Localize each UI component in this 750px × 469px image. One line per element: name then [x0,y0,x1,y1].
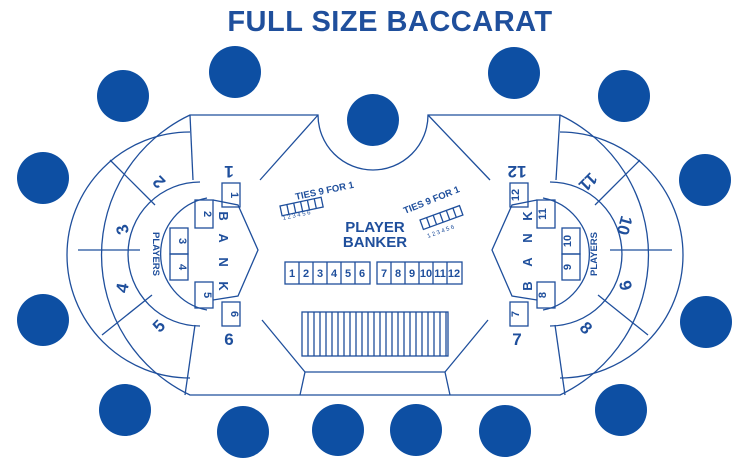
position-number: 7 [512,330,521,349]
bank-box-number: 12 [510,189,522,201]
seat-circle [680,296,732,348]
number-row-cell: 3 [317,268,323,280]
seat-circle [99,384,151,436]
bank-box-number: 10 [562,235,574,247]
seat-circle [679,154,731,206]
bank-box-number: 4 [176,264,188,271]
position-number: 2 [149,172,169,192]
seat-circle [17,294,69,346]
seat-circle [217,406,269,458]
tie-digits-left: 1 2 3 4 5 6 [282,210,312,222]
left-diagonal-top [259,114,319,181]
bank-letter: K [520,211,535,221]
banker-label: BANKER [343,234,407,251]
page-title: FULL SIZE BACCARAT [227,6,553,38]
position-number: 12 [508,162,527,181]
number-row-cell: 11 [434,268,446,280]
seat-circle [312,404,364,456]
bank-letter: K [216,281,231,291]
seat-circle [479,405,531,457]
seat-circle [595,384,647,436]
right-sector-dividers [554,114,672,396]
right-diagonal-bottom [444,319,489,373]
seat-circle [390,404,442,456]
bank-box-number: 5 [201,292,213,298]
bank-box-number: 1 [228,192,240,198]
bank-box-number: 3 [176,238,188,244]
number-row-cell: 5 [345,268,351,280]
position-number: 5 [149,316,169,336]
player-label: PLAYER [345,219,405,236]
left-outer-betting-arc [66,131,191,379]
left-inner-arc [159,197,208,311]
right-diagonal-top [427,114,491,181]
bank-box-number: 8 [537,292,549,298]
number-row-cell: 4 [331,268,338,280]
bank-letter: N [216,257,231,266]
bank-box-number: 7 [510,311,522,317]
tie-box-right [419,204,464,231]
number-row-cell: 2 [303,268,309,280]
position-number: 4 [112,281,132,294]
number-row-dividers [298,262,448,284]
seat-circle [97,70,149,122]
bank-box-number: 2 [201,211,213,217]
seat-circle [598,70,650,122]
ties-label-left: TIES 9 FOR 1 [294,180,355,203]
bank-letter: B [520,281,535,290]
chip-tray-slots [307,312,447,356]
players-label-left: PLAYERS [150,232,161,276]
bank-letter: A [216,233,231,243]
left-diagonal-bottom [261,319,306,373]
chip-tray [301,311,449,357]
position-number: 1 [224,162,233,181]
right-outer-betting-arc [559,131,684,379]
bank-box-number: 9 [562,264,574,270]
number-row-cell: 6 [359,268,365,280]
bank-box-number: 6 [228,311,240,317]
number-row-cell: 7 [381,268,387,280]
position-number: 8 [576,318,596,338]
position-number: 6 [224,330,233,349]
bank-letter: A [520,257,535,267]
number-row-cell: 10 [420,268,432,280]
position-number: 10 [613,214,636,237]
right-bank-boxes [491,182,581,327]
left-sector-dividers [78,114,196,396]
position-number: 9 [615,279,636,293]
bank-letter: B [216,211,231,220]
seat-circle [347,94,399,146]
seat-circle [209,46,261,98]
bottom-notch [299,371,451,396]
left-bank-boxes [169,182,259,327]
seat-circle [488,47,540,99]
number-row-cell: 8 [395,268,401,280]
bank-letter: N [520,233,535,242]
number-row-cell: 12 [448,268,460,280]
players-label-right: PLAYERS [589,232,600,276]
right-inner-arc [542,197,591,311]
position-number: 11 [575,169,601,195]
table-outline [100,114,650,396]
number-row-cell: 1 [289,268,295,280]
tie-box-left [279,196,324,217]
right-players-arc [549,181,623,327]
seat-circle [17,152,69,204]
ties-label-right: TIES 9 FOR 1 [402,184,462,217]
number-row-cell: 9 [409,268,415,280]
seats [17,46,732,458]
bank-box-number: 11 [537,208,549,220]
left-players-arc [127,181,201,327]
